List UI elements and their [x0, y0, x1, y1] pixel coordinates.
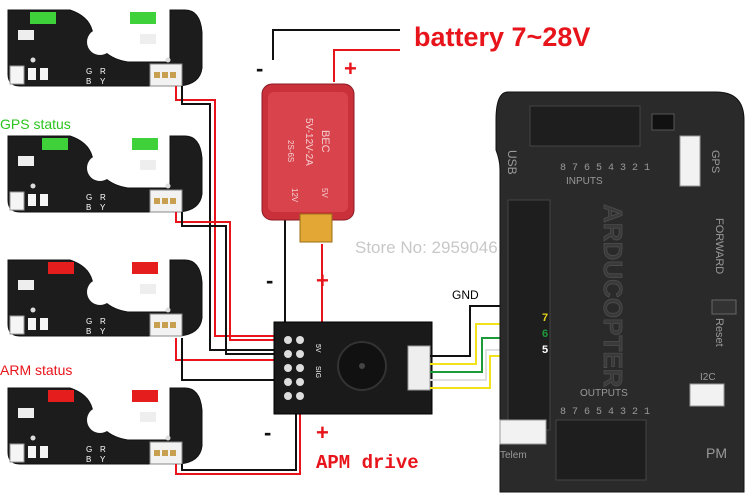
gnd-label: GND	[452, 288, 479, 302]
battery-minus-sign: -	[256, 56, 264, 81]
arm-status-label: ARM status	[0, 362, 73, 378]
red-led	[132, 390, 158, 402]
telem-label: Telem	[500, 450, 527, 461]
green-led	[30, 12, 56, 24]
drive-connector	[407, 345, 431, 391]
gps-led-board-1	[7, 9, 203, 87]
output-numbers: 8 7 6 5 4 3 2 1	[560, 407, 650, 418]
arm-led-board-2	[7, 387, 203, 465]
pin-5-label: 5	[542, 344, 549, 356]
pin-7-label: 7	[542, 312, 549, 324]
drive-sig-label: SIG	[314, 366, 321, 378]
battery-negative-wire	[272, 29, 400, 60]
drive-minus-sign: -	[264, 420, 272, 445]
bec-12v: 12V	[290, 188, 299, 203]
input-numbers: 8 7 6 5 4 3 2 1	[560, 163, 650, 174]
gps-status-label: GPS status	[0, 116, 71, 132]
bec-5v: 5V	[320, 188, 329, 198]
usb-label: USB	[505, 150, 519, 175]
green-led	[132, 138, 158, 150]
red-led	[48, 390, 74, 402]
store-watermark: Store No: 2959046	[355, 238, 498, 257]
inputs-label: INPUTS	[566, 176, 603, 187]
battery-positive-wire	[333, 49, 400, 82]
gps-led-board-2	[7, 135, 203, 213]
reset-label: Reset	[713, 318, 725, 347]
bec-cells: 2S-6S	[286, 140, 295, 162]
bec-out-plus-sign: +	[316, 268, 329, 293]
forward-label: FORWARD	[713, 218, 725, 274]
drive-5v-label: 5V	[314, 344, 321, 353]
outputs-label: OUTPUTS	[580, 388, 628, 399]
gps-port-label: GPS	[709, 150, 721, 173]
pin-6-label: 6	[542, 328, 549, 340]
green-led	[42, 138, 68, 150]
red-led	[48, 262, 74, 274]
apm-drive-board: 5V SIG	[273, 321, 433, 415]
bec-brand: BEC	[319, 130, 331, 153]
arducopter-logo: ARDUCOPTER	[598, 204, 628, 388]
apm-flight-controller: ARDUCOPTER INPUTS 8 7 6 5 4 3 2 1 OUTPUT…	[495, 91, 745, 493]
drive-plus-sign: +	[316, 420, 329, 445]
pm-label: PM	[706, 445, 727, 461]
green-led	[130, 12, 156, 24]
battery-voltage-label: battery 7~28V	[414, 22, 591, 52]
bec-module: BEC 5V-12V-2A 2S-6S 12V 5V	[261, 83, 355, 243]
red-led	[132, 262, 158, 274]
bec-out-minus-sign: -	[266, 268, 274, 293]
apm-drive-label: APM drive	[316, 452, 419, 474]
i2c-label: I2C	[700, 372, 716, 383]
led-wires	[175, 86, 301, 475]
bec-rating: 5V-12V-2A	[303, 118, 314, 166]
battery-plus-sign: +	[344, 56, 357, 81]
arm-led-board-1	[7, 259, 203, 337]
